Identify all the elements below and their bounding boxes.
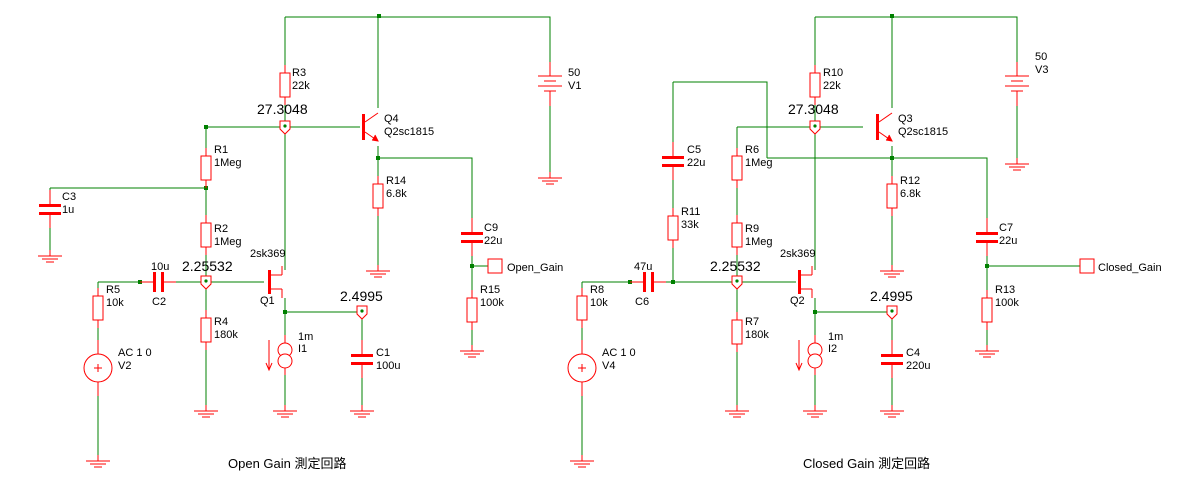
- c7-ref: C7: [999, 222, 1013, 234]
- closed-gain-port-label: Closed_Gain: [1098, 262, 1162, 274]
- r9-value: 1Meg: [745, 236, 773, 248]
- r5-ref: R5: [106, 284, 120, 296]
- r7-ref: R7: [745, 316, 759, 328]
- q1-gate-voltage: 2.25532: [182, 258, 233, 274]
- c9-value: 22u: [484, 235, 502, 247]
- q1-model: 2sk369: [250, 248, 285, 260]
- r2-value: 1Meg: [214, 236, 242, 248]
- r3-ref: R3: [292, 67, 306, 79]
- c3-value: 1u: [62, 204, 74, 216]
- i1-value: 1m: [298, 331, 313, 343]
- open-gain-circuit: R3 22k 27.3048 Q4 Q2sc1815 R1 1Meg C3 1u…: [37, 14, 581, 471]
- q3-model: Q2sc1815: [898, 126, 948, 138]
- q1-ref: Q1: [260, 295, 275, 307]
- i2-value: 1m: [828, 331, 843, 343]
- r14-value: 6.8k: [386, 188, 407, 200]
- r4-ref: R4: [214, 316, 228, 328]
- v1-value: 50: [568, 67, 580, 79]
- open-gain-caption: Open Gain 測定回路: [228, 456, 347, 471]
- r10-value: 22k: [823, 80, 841, 92]
- open-gain-port-label: Open_Gain: [507, 262, 563, 274]
- c9-ref: C9: [484, 222, 498, 234]
- c7-value: 22u: [999, 235, 1017, 247]
- v3-ref: V3: [1035, 64, 1048, 76]
- r6-ref: R6: [745, 144, 759, 156]
- v4-ref: V4: [602, 360, 615, 372]
- c1-ref: C1: [376, 347, 390, 359]
- v4-value: AC 1 0: [602, 347, 636, 359]
- c1-value: 100u: [376, 360, 400, 372]
- v2-value: AC 1 0: [118, 347, 152, 359]
- q4-model: Q2sc1815: [384, 126, 434, 138]
- c2-value: 10u: [151, 261, 169, 273]
- r6-value: 1Meg: [745, 157, 773, 169]
- i1-ref: I1: [298, 343, 307, 355]
- closed-gain-caption: Closed Gain 測定回路: [803, 456, 930, 471]
- v3-value: 50: [1035, 51, 1047, 63]
- r13-ref: R13: [995, 284, 1015, 296]
- c4-ref: C4: [906, 347, 920, 359]
- v1-ref: V1: [568, 80, 581, 92]
- r13-value: 100k: [995, 297, 1019, 309]
- c6-value: 47u: [634, 261, 652, 273]
- closed-gain-circuit: R10 22k 27.3048 Q3 Q2sc1815 C5 22u R6 1M…: [567, 14, 1162, 471]
- q2-ref: Q2: [790, 295, 805, 307]
- r11-value: 33k: [681, 219, 699, 231]
- r7-value: 180k: [745, 329, 769, 341]
- r5-value: 10k: [106, 297, 124, 309]
- r1-value: 1Meg: [214, 157, 242, 169]
- v2-ref: V2: [118, 360, 131, 372]
- c5-ref: C5: [687, 144, 701, 156]
- r14-ref: R14: [386, 175, 406, 187]
- i2-ref: I2: [828, 343, 837, 355]
- r15-value: 100k: [480, 297, 504, 309]
- c2-ref: C2: [152, 296, 166, 308]
- r15-ref: R15: [480, 284, 500, 296]
- q3-ref: Q3: [898, 113, 913, 125]
- c3-ref: C3: [62, 191, 76, 203]
- r8-value: 10k: [590, 297, 608, 309]
- r11-ref: R11: [681, 206, 700, 218]
- c6-ref: C6: [635, 296, 649, 308]
- q4-collector-voltage: 27.3048: [257, 101, 308, 117]
- r8-ref: R8: [590, 284, 604, 296]
- r12-ref: R12: [900, 175, 920, 187]
- q2-model: 2sk369: [780, 248, 815, 260]
- r9-ref: R9: [745, 223, 759, 235]
- r12-value: 6.8k: [900, 188, 921, 200]
- q2-gate-voltage: 2.25532: [710, 258, 761, 274]
- q1-source-voltage: 2.4995: [340, 288, 383, 304]
- c5-value: 22u: [687, 157, 705, 169]
- q2-source-voltage: 2.4995: [870, 288, 913, 304]
- q4-ref: Q4: [384, 113, 399, 125]
- c4-value: 220u: [906, 360, 930, 372]
- q3-collector-voltage: 27.3048: [788, 101, 839, 117]
- r3-value: 22k: [292, 80, 310, 92]
- r2-ref: R2: [214, 223, 228, 235]
- r10-ref: R10: [823, 67, 843, 79]
- r1-ref: R1: [214, 144, 228, 156]
- r4-value: 180k: [214, 329, 238, 341]
